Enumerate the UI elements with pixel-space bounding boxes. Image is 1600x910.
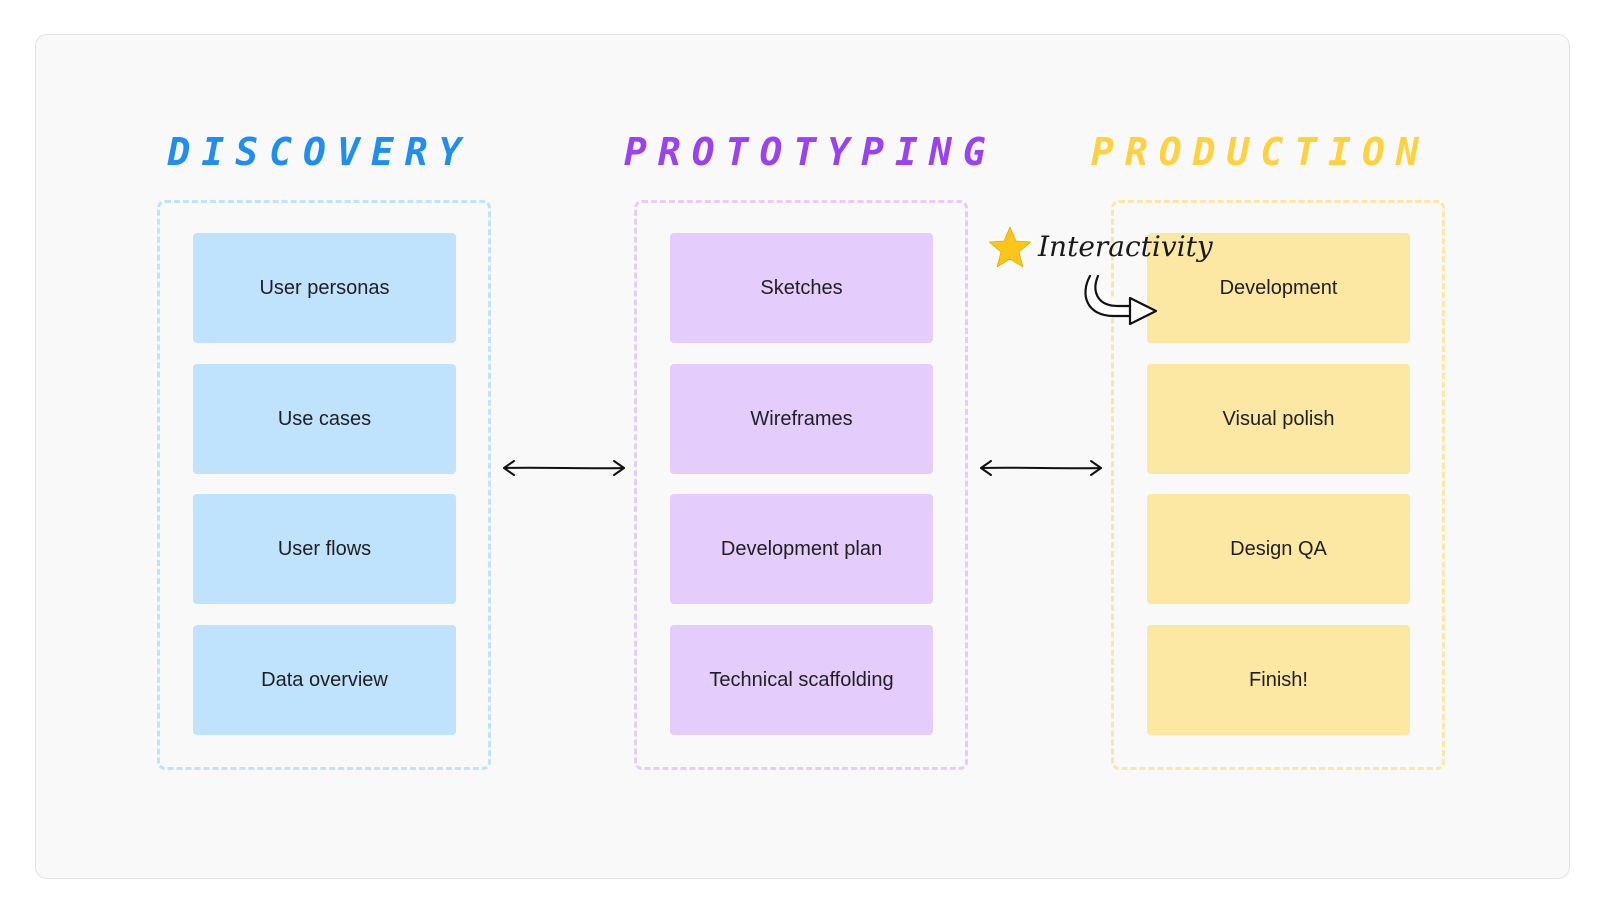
card-development-plan[interactable]: Development plan: [670, 494, 933, 604]
discovery-title: DISCOVERY: [167, 130, 473, 174]
production-title: PRODUCTION: [1091, 130, 1430, 174]
card-finish[interactable]: Finish!: [1147, 625, 1410, 735]
discovery-frame: [157, 200, 491, 770]
card-user-personas[interactable]: User personas: [193, 233, 456, 343]
card-development[interactable]: Development: [1147, 233, 1410, 343]
card-data-overview[interactable]: Data overview: [193, 625, 456, 735]
curved-arrow-icon: [1084, 274, 1158, 326]
star-icon: [987, 225, 1033, 269]
card-wireframes[interactable]: Wireframes: [670, 364, 933, 474]
card-sketches[interactable]: Sketches: [670, 233, 933, 343]
prototyping-title: PROTOTYPING: [624, 130, 997, 174]
card-technical-scaffolding[interactable]: Technical scaffolding: [670, 625, 933, 735]
card-design-qa[interactable]: Design QA: [1147, 494, 1410, 604]
card-visual-polish[interactable]: Visual polish: [1147, 364, 1410, 474]
double-arrow-prototyping-production: [980, 460, 1102, 476]
interactivity-annotation: Interactivity: [1038, 230, 1213, 263]
double-arrow-discovery-prototyping: [503, 460, 625, 476]
card-use-cases[interactable]: Use cases: [193, 364, 456, 474]
card-user-flows[interactable]: User flows: [193, 494, 456, 604]
prototyping-frame: [634, 200, 968, 770]
production-frame: [1111, 200, 1445, 770]
